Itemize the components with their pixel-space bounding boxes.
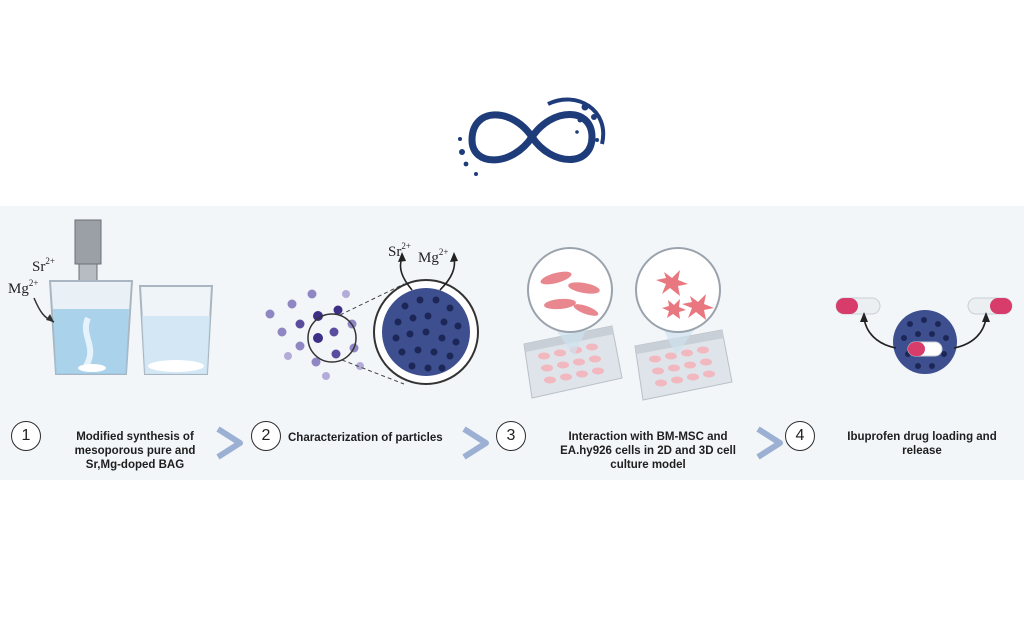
sr-ion-label-2: Sr2+ — [388, 241, 411, 260]
particles-cluster-icon — [265, 252, 479, 385]
workflow-illustration: Sr2+ Mg2+ Sr2+ Mg2+ — [8, 219, 1013, 401]
step-3-number: 3 — [496, 421, 526, 451]
sr-ion-label-1: Sr2+ — [32, 256, 55, 275]
step-4-number: 4 — [785, 421, 815, 451]
infinity-logo-icon — [458, 97, 606, 176]
drug-loading-icon — [835, 297, 1013, 374]
step-1-number: 1 — [11, 421, 41, 451]
step-2-text: Characterization of particles — [288, 432, 443, 444]
mg-ion-label-2: Mg2+ — [418, 247, 448, 266]
synthesis-beakers-icon — [33, 219, 214, 375]
step-2-number: 2 — [251, 421, 281, 451]
chevron-right-icon — [216, 426, 243, 460]
chevron-right-icon — [462, 426, 489, 460]
cell-culture-plates-icon — [523, 247, 733, 401]
mg-ion-label-1: Mg2+ — [8, 278, 38, 297]
chevron-right-icon — [756, 426, 783, 460]
